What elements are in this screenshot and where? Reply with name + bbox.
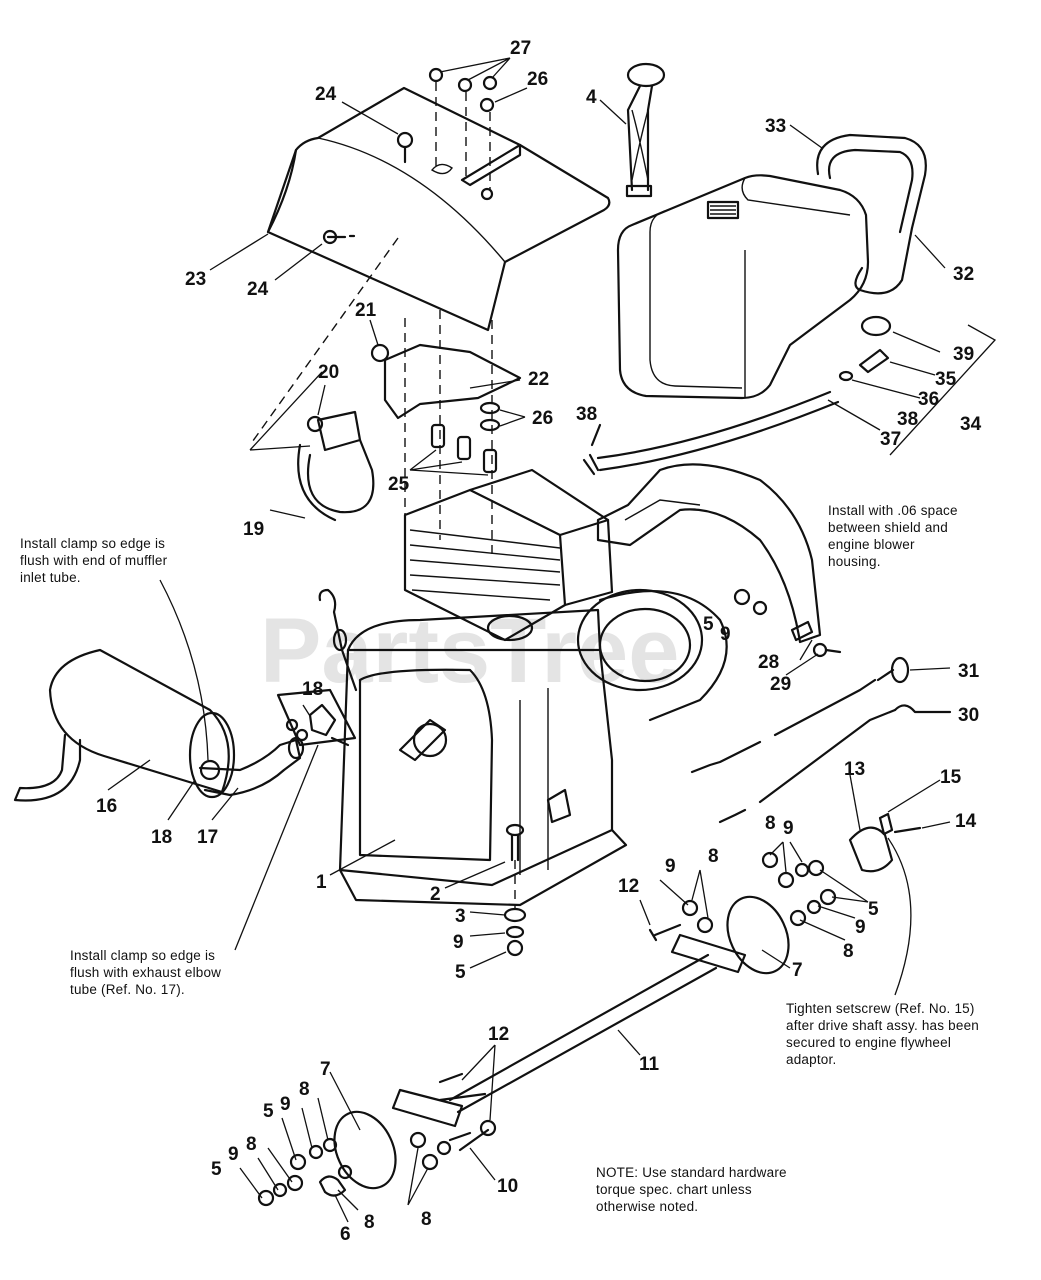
- callout-3: 3: [455, 906, 466, 927]
- spacers-washers: [409, 401, 526, 476]
- callout-8d: 8: [299, 1079, 310, 1100]
- callout-8c: 8: [843, 941, 854, 962]
- callout-6: 6: [340, 1224, 351, 1245]
- muffler: [13, 579, 305, 802]
- callout-18b: 18: [151, 827, 172, 848]
- shroud-hardware: [209, 57, 528, 281]
- callout-8e: 8: [246, 1134, 257, 1155]
- callout-22: 22: [528, 369, 549, 390]
- callout-35: 35: [935, 369, 957, 390]
- callout-8b: 8: [708, 846, 719, 867]
- callout-16: 16: [96, 796, 117, 817]
- callout-12b: 12: [488, 1024, 509, 1045]
- callout-36: 36: [918, 389, 939, 410]
- flywheel-adaptor: [848, 774, 951, 996]
- note-setscrew: Tighten setscrew (Ref. No. 15) after dri…: [786, 1001, 980, 1067]
- callout-38: 38: [576, 404, 597, 425]
- callout-7: 7: [792, 960, 803, 981]
- callout-9b: 9: [783, 818, 794, 839]
- cylinder-head: [403, 468, 614, 642]
- callout-5e: 5: [211, 1159, 222, 1180]
- callout-20: 20: [318, 362, 339, 383]
- callout-31: 31: [958, 661, 980, 682]
- callout-18: 18: [302, 679, 323, 700]
- control-cables: [690, 656, 952, 824]
- callout-34: 34: [960, 414, 982, 435]
- callout-10: 10: [497, 1176, 518, 1197]
- mount-bracket: [249, 319, 522, 522]
- engine-mount-hardware: [329, 588, 842, 969]
- callout-37: 37: [880, 429, 901, 450]
- callout-19: 19: [243, 519, 264, 540]
- callout-24b: 24: [247, 279, 269, 300]
- callout-14: 14: [955, 811, 977, 832]
- callout-8: 8: [765, 813, 776, 834]
- callout-2: 2: [430, 884, 441, 905]
- callout-5b: 5: [868, 899, 879, 920]
- note-hardware: NOTE: Use standard hardware torque spec.…: [596, 1165, 787, 1214]
- callout-17: 17: [197, 827, 218, 848]
- callout-8f: 8: [364, 1212, 375, 1233]
- note-elbow-clamp: Install clamp so edge is flush with exha…: [70, 948, 222, 997]
- callout-9f: 9: [280, 1094, 291, 1115]
- callout-12: 12: [618, 876, 639, 897]
- callout-7b: 7: [320, 1059, 331, 1080]
- callout-38b: 38: [897, 409, 918, 430]
- callout-15: 15: [940, 767, 962, 788]
- callout-9: 9: [720, 624, 731, 645]
- callout-9d: 9: [453, 932, 464, 953]
- callout-11: 11: [639, 1054, 660, 1075]
- note-muffler-clamp: Install clamp so edge is flush with end …: [20, 536, 168, 585]
- tank-fittings: [582, 315, 997, 476]
- callout-24: 24: [315, 84, 337, 105]
- callout-8g: 8: [421, 1209, 432, 1230]
- callout-27: 27: [510, 38, 531, 59]
- callout-4: 4: [586, 87, 597, 108]
- note-shield-space: Install with .06 space between shield an…: [828, 503, 958, 569]
- callout-32: 32: [953, 264, 974, 285]
- callout-9g: 9: [228, 1144, 239, 1165]
- callout-29: 29: [770, 674, 791, 695]
- callout-21: 21: [355, 300, 377, 321]
- callout-1: 1: [316, 872, 327, 893]
- fuel-tank: [616, 174, 870, 400]
- callout-26: 26: [527, 69, 548, 90]
- drive-shaft-assembly: [239, 841, 869, 1223]
- callout-30: 30: [958, 705, 979, 726]
- callout-5d: 5: [263, 1101, 274, 1122]
- callout-39: 39: [953, 344, 974, 365]
- exhaust-clamp: [107, 688, 357, 951]
- callout-numbers: 27 26 24 4 33 23 24 32 21 20 22 39 35 36…: [96, 38, 982, 1245]
- callout-5: 5: [703, 614, 714, 635]
- callout-33: 33: [765, 116, 786, 137]
- dipstick: [318, 588, 358, 692]
- tank-strap: [789, 124, 946, 295]
- callout-5c: 5: [455, 962, 466, 983]
- callout-9c: 9: [665, 856, 676, 877]
- callout-26b: 26: [532, 408, 553, 429]
- callout-25: 25: [388, 474, 410, 495]
- callout-23: 23: [185, 269, 206, 290]
- blower-housing: [576, 463, 822, 722]
- callout-28: 28: [758, 652, 779, 673]
- callout-13: 13: [844, 759, 865, 780]
- fuel-cap-gauge: [599, 62, 666, 198]
- engine-shroud: [266, 86, 611, 332]
- callout-9e: 9: [855, 917, 866, 938]
